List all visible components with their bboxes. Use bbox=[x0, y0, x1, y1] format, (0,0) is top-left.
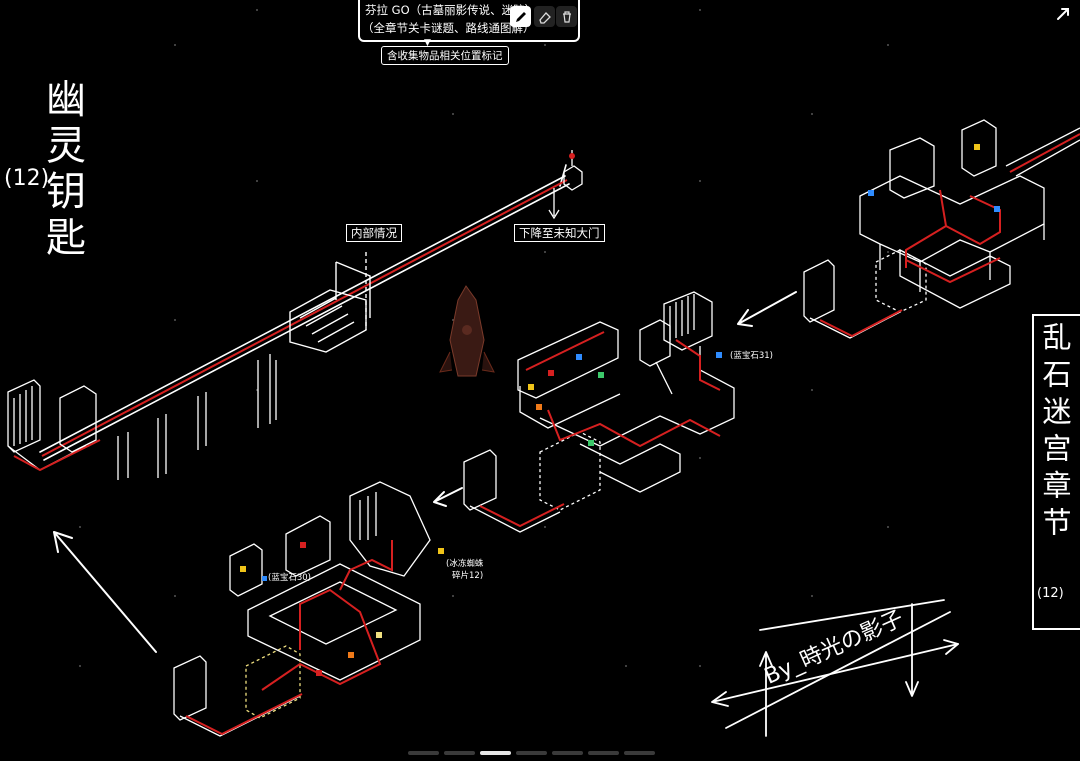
rocket-icon bbox=[439, 285, 495, 377]
blue-gem-30-label: (蓝宝石30) bbox=[268, 573, 311, 583]
descend-label: 下降至未知大门 bbox=[514, 224, 605, 242]
page-dot-2[interactable] bbox=[444, 751, 475, 755]
collectibles-note: 含收集物品相关位置标记 bbox=[381, 46, 509, 65]
interior-label: 内部情况 bbox=[346, 224, 402, 242]
delete-button[interactable] bbox=[556, 6, 577, 27]
page-dot-3[interactable] bbox=[480, 751, 511, 755]
page-dot-6[interactable] bbox=[588, 751, 619, 755]
page-dot-7[interactable] bbox=[624, 751, 655, 755]
pen-tool-button[interactable] bbox=[510, 6, 531, 27]
trash-icon bbox=[562, 10, 571, 23]
eraser-icon bbox=[538, 11, 551, 24]
expand-icon bbox=[1057, 8, 1069, 20]
spider-relic-label-line1: (冰冻蜘蛛 bbox=[446, 559, 484, 569]
chapter-title: 乱石迷宫章节 bbox=[1038, 322, 1072, 544]
page-dot-4[interactable] bbox=[516, 751, 547, 755]
chapter-box: 乱石迷宫章节 (12) bbox=[1032, 314, 1080, 630]
page-dot-1[interactable] bbox=[408, 751, 439, 755]
fullscreen-button[interactable] bbox=[1054, 5, 1072, 23]
blue-gem-31-label: (蓝宝石31) bbox=[730, 351, 773, 361]
eraser-tool-button[interactable] bbox=[534, 6, 555, 27]
page-dot-5[interactable] bbox=[552, 751, 583, 755]
chapter-number: (12) bbox=[1037, 586, 1064, 601]
header-line-2: （全章节关卡谜题、路线通图解） bbox=[362, 21, 535, 35]
header-connector-arrow: ▼ bbox=[424, 38, 431, 48]
header-line-1: 芬拉 GO（古墓丽影传说、迷踪） bbox=[365, 3, 537, 17]
page-indicator bbox=[408, 751, 655, 755]
left-title-number: (12) bbox=[4, 166, 50, 191]
spider-relic-label-line2: 碎片12) bbox=[452, 571, 484, 581]
left-title: 幽灵钥匙 bbox=[39, 78, 85, 262]
pen-icon bbox=[515, 11, 526, 22]
header-card: 芬拉 GO（古墓丽影传说、迷踪） （全章节关卡谜题、路线通图解） bbox=[358, 0, 580, 42]
